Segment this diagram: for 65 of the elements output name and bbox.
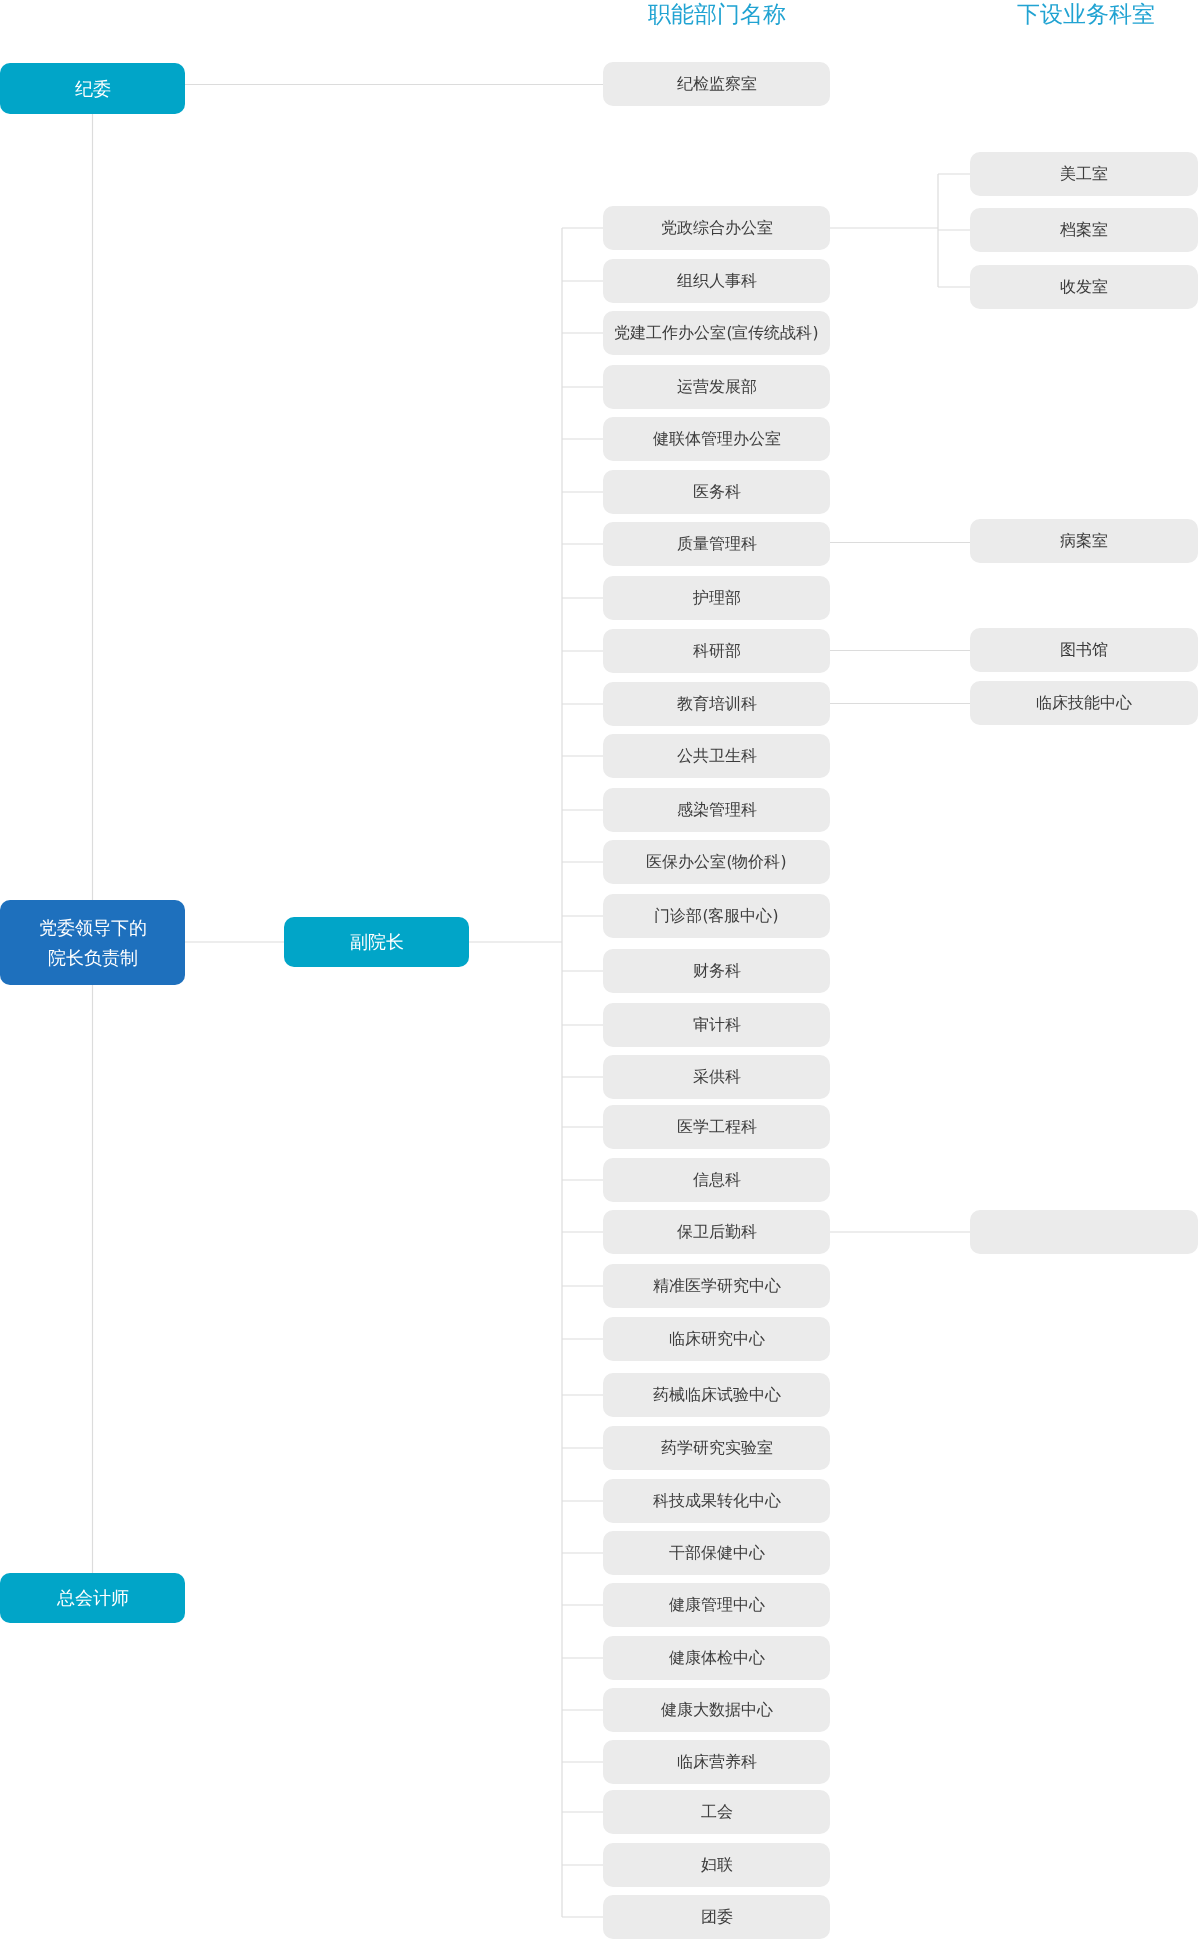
department-box xyxy=(603,522,830,566)
department-name: 门诊部(客服中心) xyxy=(654,906,779,926)
connector-line xyxy=(829,649,971,652)
column-header: 下设业务科室 xyxy=(1017,0,1155,28)
department-name: 妇联 xyxy=(700,1855,733,1875)
department-box xyxy=(603,629,830,673)
column-header: 职能部门名称 xyxy=(648,0,786,28)
department-name: 党建工作办公室(宣传统战科) xyxy=(614,323,819,343)
department-name: 健康管理中心 xyxy=(668,1595,765,1615)
department-name: 临床研究中心 xyxy=(668,1329,765,1349)
department-name: 护理部 xyxy=(692,588,741,608)
department-name: 感染管理科 xyxy=(676,800,757,820)
department-name: 审计科 xyxy=(692,1015,741,1035)
leadership-system-title: 党委领导下的院长负责制 xyxy=(37,915,148,970)
department-name: 美工室 xyxy=(1060,164,1108,184)
department-box xyxy=(970,628,1198,672)
department-name: 公共卫生科 xyxy=(676,746,757,766)
department-name: 财务科 xyxy=(692,961,741,981)
department-name: 保卫后勤科 xyxy=(676,1222,757,1242)
department-name: 临床技能中心 xyxy=(1036,693,1132,713)
department-name: 科技成果转化中心 xyxy=(652,1491,781,1511)
leader-box xyxy=(0,1573,185,1623)
department-name: 图书馆 xyxy=(1060,640,1108,660)
department-box xyxy=(970,519,1198,563)
department-name: 药学研究实验室 xyxy=(660,1438,773,1458)
department-name: 质量管理科 xyxy=(676,534,757,554)
department-box xyxy=(603,62,830,106)
connector-line xyxy=(468,227,604,1918)
connector-line xyxy=(184,83,604,86)
leadership-system-box xyxy=(0,900,185,985)
department-name: 教育培训科 xyxy=(676,694,757,714)
department-name: 团委 xyxy=(700,1907,733,1927)
leader-title: 纪委 xyxy=(74,76,111,101)
leader-title: 总会计师 xyxy=(56,1586,129,1610)
department-name: 病案室 xyxy=(1060,531,1108,551)
department-name: 科研部 xyxy=(692,641,741,661)
department-name: 采供科 xyxy=(692,1067,741,1087)
department-name: 信息科 xyxy=(692,1170,741,1190)
connector-line xyxy=(829,541,971,544)
department-name: 药械临床试验中心 xyxy=(652,1385,781,1405)
connector-line xyxy=(91,113,94,901)
department-name: 医学工程科 xyxy=(676,1117,757,1137)
department-name: 健康大数据中心 xyxy=(660,1700,773,1720)
department-name: 医保办公室(物价科) xyxy=(646,852,787,872)
connector-line xyxy=(829,702,971,705)
connector-line xyxy=(829,173,971,288)
department-box xyxy=(970,681,1198,725)
department-name: 健康体检中心 xyxy=(668,1648,765,1668)
leader-box xyxy=(0,63,185,114)
leader-title: 副院长 xyxy=(349,930,404,954)
department-name: 党政综合办公室 xyxy=(660,218,773,238)
department-box xyxy=(603,682,830,726)
leader-box xyxy=(284,917,469,967)
department-name: 运营发展部 xyxy=(676,377,757,397)
department-name: 纪检监察室 xyxy=(676,74,757,94)
connector-line xyxy=(91,984,94,1574)
department-name: 组织人事科 xyxy=(676,271,757,291)
department-name: 医务科 xyxy=(692,482,741,502)
department-name: 收发室 xyxy=(1060,277,1108,297)
department-name: 临床营养科 xyxy=(676,1752,757,1772)
department-name: 精准医学研究中心 xyxy=(652,1276,781,1296)
department-name: 健联体管理办公室 xyxy=(652,429,781,449)
department-name: 档案室 xyxy=(1060,220,1108,240)
department-name: 干部保健中心 xyxy=(668,1543,765,1563)
department-name: 工会 xyxy=(700,1802,733,1822)
